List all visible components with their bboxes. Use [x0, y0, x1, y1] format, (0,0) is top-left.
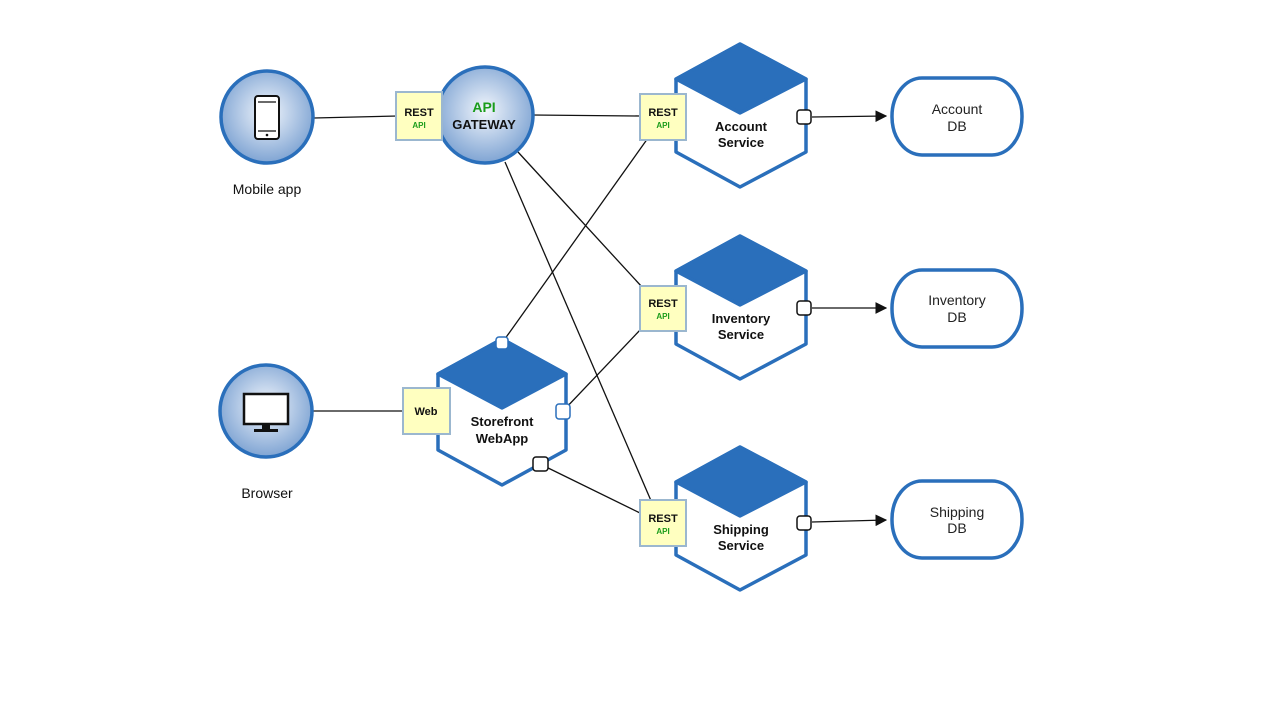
- svg-text:REST: REST: [648, 107, 678, 119]
- mobile-app-node[interactable]: [219, 69, 315, 165]
- account-service-node[interactable]: Account Service: [674, 42, 808, 189]
- edge-gateway-inventory: [517, 151, 643, 288]
- inventory-db-node[interactable]: Inventory DB: [890, 268, 1024, 349]
- inventory-db-port: [796, 300, 812, 316]
- account-db-port: [796, 109, 812, 125]
- shipping-service-node[interactable]: Shipping Service: [674, 445, 808, 592]
- svg-text:API: API: [656, 121, 669, 130]
- account-db-node[interactable]: Account DB: [890, 76, 1024, 157]
- svg-text:REST: REST: [648, 298, 678, 310]
- shipping-service-label: Shipping: [713, 522, 769, 537]
- edge-shipping-db: [811, 514, 888, 527]
- gateway-rest-api-badge: REST API: [395, 91, 443, 141]
- storefront-web-badge: Web: [402, 387, 451, 435]
- inventory-service-label: Inventory: [712, 311, 771, 326]
- shipping-db-label: Shipping: [930, 504, 985, 520]
- edge-mobile-gateway: [313, 115, 399, 119]
- inventory-db-label: Inventory: [928, 292, 986, 308]
- browser-node[interactable]: [218, 363, 314, 459]
- svg-text:Service: Service: [718, 327, 764, 342]
- svg-text:API: API: [412, 121, 425, 130]
- svg-text:DB: DB: [947, 520, 966, 536]
- storefront-webapp-node[interactable]: Storefront WebApp: [436, 337, 568, 487]
- svg-text:API: API: [656, 527, 669, 536]
- storefront-port-right: [555, 403, 571, 420]
- inventory-rest-api-badge: REST API: [639, 285, 687, 332]
- svg-text:REST: REST: [648, 513, 678, 525]
- svg-text:Web: Web: [414, 406, 437, 418]
- connections: [313, 110, 888, 527]
- storefront-webapp-label: Storefront: [471, 414, 535, 429]
- edge-gateway-shipping: [504, 161, 653, 504]
- desktop-monitor-icon: [242, 392, 290, 432]
- shipping-rest-api-badge: REST API: [639, 499, 687, 547]
- edge-storefront-shipping: [539, 463, 641, 514]
- svg-text:DB: DB: [947, 118, 966, 134]
- svg-text:REST: REST: [404, 107, 434, 119]
- svg-text:WebApp: WebApp: [476, 431, 529, 446]
- inventory-service-node[interactable]: Inventory Service: [674, 234, 808, 381]
- edge-account-db: [811, 110, 888, 122]
- svg-text:API: API: [656, 312, 669, 321]
- mobile-phone-icon: [254, 95, 280, 140]
- gateway-title: GATEWAY: [452, 117, 516, 132]
- edge-gateway-account: [531, 114, 641, 117]
- edge-storefront-inventory: [562, 327, 643, 412]
- mobile-app-label: Mobile app: [233, 181, 302, 197]
- gateway-title-api: API: [472, 99, 495, 115]
- svg-text:Service: Service: [718, 135, 764, 150]
- svg-text:DB: DB: [947, 309, 966, 325]
- account-service-label: Account: [715, 119, 768, 134]
- browser-label: Browser: [241, 485, 293, 501]
- storefront-port-bottom: [532, 456, 549, 472]
- shipping-db-port: [796, 515, 812, 531]
- svg-text:Service: Service: [718, 538, 764, 553]
- shipping-db-node[interactable]: Shipping DB: [890, 479, 1024, 560]
- edge-storefront-account: [501, 137, 649, 344]
- account-db-label: Account: [932, 101, 983, 117]
- api-gateway-node[interactable]: API GATEWAY: [435, 65, 535, 165]
- account-rest-api-badge: REST API: [639, 93, 687, 141]
- storefront-port-top: [495, 336, 509, 350]
